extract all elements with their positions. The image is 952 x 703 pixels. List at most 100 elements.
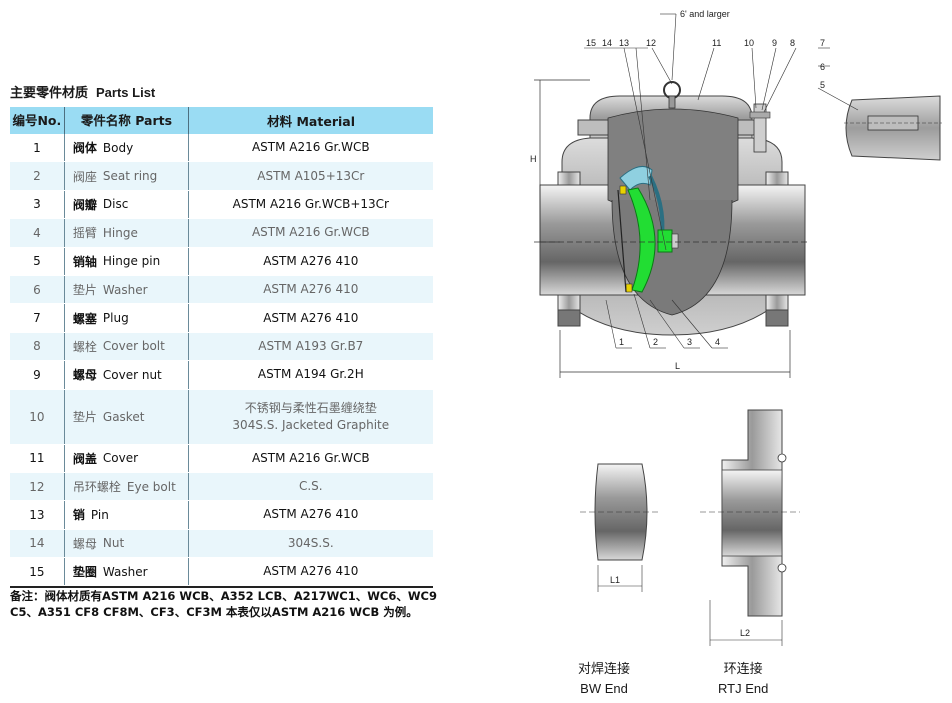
part-cn: 阀盖 <box>72 451 97 466</box>
material-text: 不锈钢与柔性石墨缠绕垫 <box>244 400 377 415</box>
material-text: ASTM A276 410 <box>263 507 359 522</box>
cell-no: 1 <box>10 134 65 162</box>
part-cn: 螺母 <box>72 536 97 551</box>
cell-part: 螺母 Nut <box>65 529 189 558</box>
cell-no: 13 <box>10 501 65 529</box>
material-text: ASTM A276 410 <box>263 310 359 325</box>
cell-no: 7 <box>10 304 65 332</box>
callout-8: 8 <box>790 38 795 48</box>
part-cn: 阀体 <box>72 141 97 156</box>
callout-13: 13 <box>619 38 629 48</box>
part-en: Nut <box>102 536 125 551</box>
dim-l2-label: L2 <box>740 628 750 638</box>
material-text: ASTM A193 Gr.B7 <box>258 338 364 353</box>
plug-detail <box>844 95 942 161</box>
part-en: Body <box>102 140 134 155</box>
cell-material: ASTM A216 Gr.WCB <box>189 445 433 472</box>
part-cn: 吊环螺栓 <box>72 480 121 495</box>
callout-14: 14 <box>602 38 612 48</box>
bw-end-caption-cn: 对焊连接 <box>578 662 631 677</box>
cell-part: 垫圈 Washer <box>65 558 189 586</box>
cell-no: 12 <box>10 472 65 501</box>
cell-material: ASTM A216 Gr.WCB <box>189 219 433 246</box>
cell-material: C.S. <box>189 473 433 500</box>
part-cn: 螺栓 <box>72 339 97 354</box>
cell-part: 阀体 Body <box>65 134 189 162</box>
cell-no: 5 <box>10 247 65 275</box>
part-cn: 垫圈 <box>72 565 97 580</box>
cell-part: 垫片 Washer <box>65 275 189 304</box>
cell-no: 14 <box>10 529 65 558</box>
dim-l-label: L <box>675 361 680 371</box>
parts-list-title: 主要零件材质 Parts List <box>10 82 155 101</box>
bw-end-caption: 对焊连接 BW End <box>578 660 630 698</box>
part-cn: 垫片 <box>72 283 97 298</box>
cell-material: ASTM A216 Gr.WCB <box>189 134 433 161</box>
rtj-end-detail: L2 <box>700 409 800 646</box>
material-text: ASTM A216 Gr.WCB <box>251 225 370 240</box>
part-en: Washer <box>102 282 148 297</box>
cell-no: 2 <box>10 162 65 190</box>
material-text: ASTM A105+13Cr <box>257 168 365 183</box>
part-cn: 阀瓣 <box>72 197 97 212</box>
parts-list-title-cn: 主要零件材质 <box>10 86 89 101</box>
part-cn: 阀座 <box>72 169 97 184</box>
callout-2: 2 <box>653 337 658 347</box>
cell-material: 304S.S. <box>189 530 433 557</box>
bw-end-caption-en: BW End <box>580 681 628 696</box>
material-text-secondary: 304S.S. Jacketed Graphite <box>232 417 390 432</box>
material-text: 304S.S. <box>287 535 334 550</box>
cell-material: ASTM A194 Gr.2H <box>189 361 433 388</box>
callout-11: 11 <box>712 38 721 48</box>
callout-6: 6 <box>820 62 825 72</box>
material-text: ASTM A194 Gr.2H <box>257 367 364 382</box>
cell-material: ASTM A105+13Cr <box>189 162 433 189</box>
part-en: Gasket <box>102 409 145 424</box>
table-header: 编号No. 零件名称 Parts 材料 Material <box>10 107 433 134</box>
cell-material: ASTM A276 410 <box>189 248 433 275</box>
top-note-label: 6' and larger <box>680 9 730 19</box>
cell-no: 11 <box>10 444 65 472</box>
part-cn: 销 <box>72 508 85 523</box>
parts-list-title-en: Parts List <box>96 85 156 100</box>
material-text: ASTM A276 410 <box>263 564 359 579</box>
bw-end-detail: L1 <box>580 463 660 592</box>
part-cn: 摇臂 <box>72 226 97 241</box>
material-text: C.S. <box>298 479 323 494</box>
note-line-2: C5、A351 CF8 CF8M、CF3、CF3M 本表仅以ASTM A216 … <box>10 605 418 619</box>
note-line-1: 备注：阀体材质有ASTM A216 WCB、A352 LCB、A217WC1、W… <box>10 589 437 603</box>
part-en: Washer <box>102 564 148 579</box>
callout-labels: 6' and larger 15 14 13 12 11 10 9 8 7 6 … <box>530 9 825 371</box>
dim-h-label: H <box>530 154 537 164</box>
callout-7: 7 <box>820 38 825 48</box>
header-no: 编号No. <box>10 107 65 134</box>
dimension-lines <box>534 79 810 378</box>
cell-part: 垫片 Gasket <box>65 389 189 444</box>
cell-material: ASTM A276 410 <box>189 501 433 528</box>
material-text: ASTM A216 Gr.WCB <box>251 450 370 465</box>
cell-material: ASTM A276 410 <box>189 558 433 585</box>
part-cn: 垫片 <box>72 410 97 425</box>
table-row: 14 螺母 Nut 304S.S. <box>10 529 433 559</box>
header-part: 零件名称 Parts <box>65 107 190 134</box>
part-en: Cover nut <box>102 367 162 382</box>
callout-4: 4 <box>715 337 720 347</box>
cell-no: 9 <box>10 361 65 389</box>
cell-material: ASTM A216 Gr.WCB+13Cr <box>189 191 433 218</box>
part-en: Hinge pin <box>102 254 161 269</box>
